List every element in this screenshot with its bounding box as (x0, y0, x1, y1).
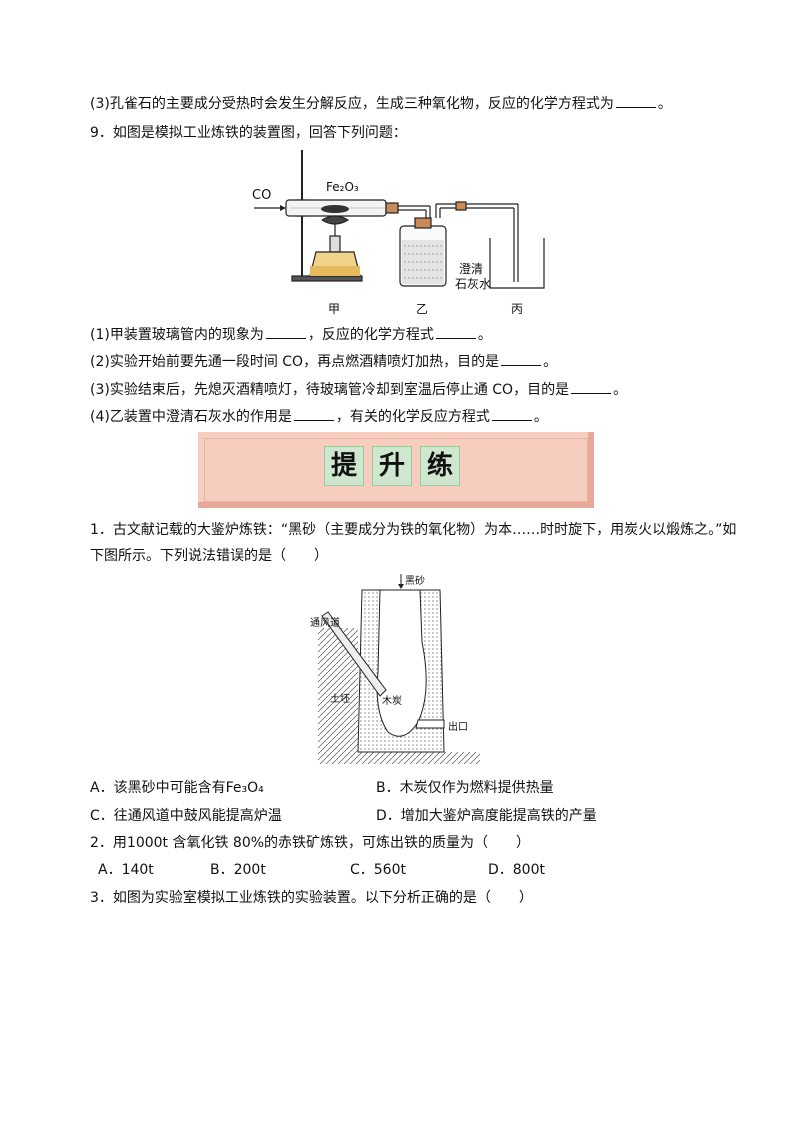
caption-jia: 甲 (328, 302, 341, 316)
p2-option-c[interactable]: C．560t (350, 862, 406, 878)
banner-char-3: 练 (420, 446, 460, 486)
banner-char-1: 提 (324, 446, 364, 486)
answer-blank[interactable] (615, 95, 656, 108)
q9-stem: 9．如图是模拟工业炼铁的装置图，回答下列问题： (90, 125, 407, 141)
q8-sub3-text: (3)孔雀石的主要成分受热时会发生分解反应，生成三种氧化物，反应的化学方程式为 (90, 96, 614, 112)
p1-option-b[interactable]: B．木炭仅作为燃料提供热量 (376, 780, 554, 796)
answer-blank[interactable] (501, 353, 542, 366)
answer-blank[interactable] (491, 408, 532, 421)
banner-char-2: 升 (372, 446, 412, 486)
q9-sub3: (3)实验结束后，先熄灭酒精喷灯，待玻璃管冷却到室温后停止通 CO，目的是。 (90, 381, 628, 398)
answer-blank[interactable] (571, 381, 612, 394)
heisha-label: 黑砂 (405, 576, 425, 587)
p1-option-a[interactable]: A．该黑砂中可能含有Fe₃O₄ (90, 780, 264, 796)
p1-stem-line1: 1．古文献记载的大鉴炉炼铁：“黑砂（主要成分为铁的氧化物）为本……时时旋下，用炭… (90, 522, 737, 538)
furnace-drawing (318, 574, 480, 764)
section-banner: 提 升 练 (198, 432, 594, 508)
caption-yi: 乙 (416, 302, 429, 316)
q9-apparatus-figure: CO Fe₂O₃ 澄清 石灰水 甲 乙 丙 (250, 148, 550, 318)
chukou-label: 出口 (448, 722, 468, 733)
p2-option-a[interactable]: A．140t (98, 862, 154, 878)
p1-option-c[interactable]: C．往通风道中鼓风能提高炉温 (90, 808, 282, 824)
q8-sub3: (3)孔雀石的主要成分受热时会发生分解反应，生成三种氧化物，反应的化学方程式为。 (90, 95, 672, 112)
fe2o3-label: Fe₂O₃ (326, 180, 359, 194)
co-label: CO (252, 188, 272, 203)
answer-blank[interactable] (265, 326, 306, 339)
caption-bing: 丙 (511, 302, 524, 316)
answer-blank[interactable] (293, 408, 334, 421)
tupi-label: 土坯 (330, 694, 350, 705)
mutan-label: 木炭 (382, 696, 402, 707)
furnace-figure: 黑砂 通风道 土坯 木炭 出口 (308, 572, 483, 770)
q9-sub1: (1)甲装置玻璃管内的现象为，反应的化学方程式。 (90, 326, 492, 343)
tongfengdao-label: 通风道 (310, 618, 340, 629)
p2-option-b[interactable]: B．200t (210, 862, 266, 878)
q9-sub2: (2)实验开始前要先通一段时间 CO，再点燃酒精喷灯加热，目的是。 (90, 353, 558, 370)
p2-option-d[interactable]: D．800t (488, 862, 545, 878)
p1-stem-line2: 下图所示。下列说法错误的是（ ） (90, 548, 328, 564)
limewater-label-2: 石灰水 (455, 277, 492, 291)
p3-stem: 3．如图为实验室模拟工业炼铁的实验装置。以下分析正确的是（ ） (90, 890, 533, 906)
q9-sub4: (4)乙装置中澄清石灰水的作用是，有关的化学反应方程式。 (90, 408, 548, 425)
limewater-label-1: 澄清 (459, 262, 484, 276)
p2-stem: 2．用1000t 含氧化铁 80%的赤铁矿炼铁，可炼出铁的质量为（ ） (90, 835, 531, 851)
answer-blank[interactable] (435, 326, 476, 339)
p1-option-d[interactable]: D．增加大鉴炉高度能提高铁的产量 (376, 808, 597, 824)
apparatus-drawing (254, 150, 545, 289)
